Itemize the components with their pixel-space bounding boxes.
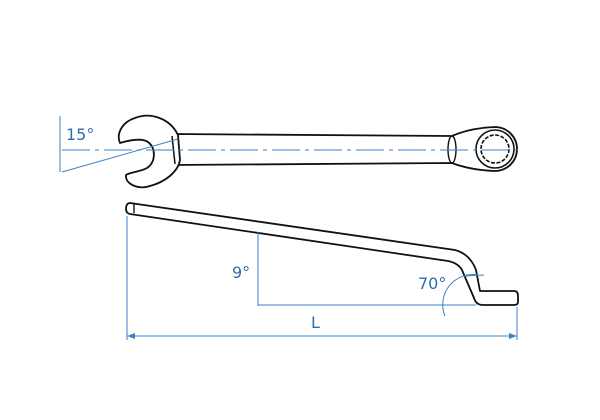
offset-angle-label: 70° — [418, 274, 446, 293]
offset-angle-arc — [442, 274, 479, 317]
length-label: L — [311, 313, 320, 332]
wrench-side-view: L 9° 70° — [125, 202, 519, 340]
wrench-shaft-side — [125, 202, 519, 306]
shaft-angle-label: 9° — [232, 263, 250, 282]
ring-inner-12-point — [480, 134, 510, 164]
wrench-top-view: 15° — [59, 114, 518, 189]
open-end-head — [117, 114, 181, 189]
wrench-shaft-top — [171, 126, 518, 172]
offset-angle-line — [463, 274, 485, 277]
jaw-angle-line — [61, 138, 179, 173]
ring-outer — [475, 129, 515, 169]
jaw-angle-label: 15° — [66, 125, 94, 144]
